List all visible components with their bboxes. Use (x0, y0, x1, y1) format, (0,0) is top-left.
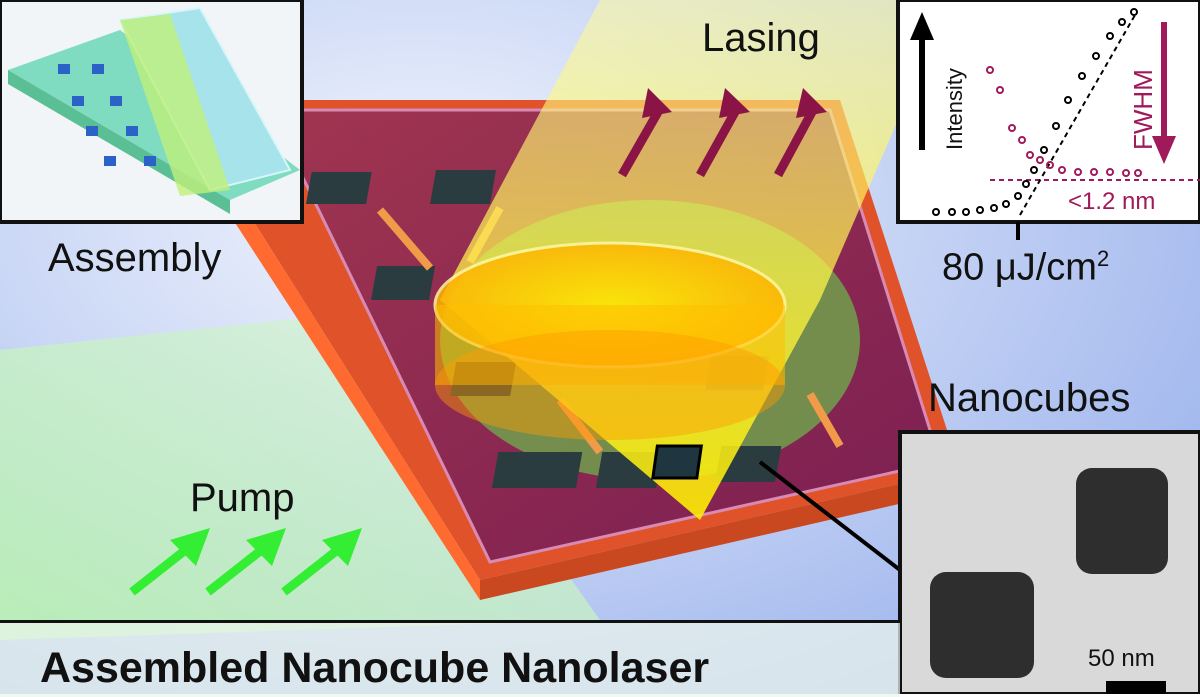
nanocube-image-1 (1076, 468, 1168, 574)
assembly-label: Assembly (48, 236, 222, 280)
assembly-inset (0, 0, 304, 224)
nanocube-image-2 (930, 572, 1034, 678)
zoom-line (758, 460, 902, 572)
lasing-threshold-graph (896, 0, 1200, 240)
pump-arrows (129, 528, 362, 596)
fluence-value: 80 μJ/cm (942, 246, 1097, 289)
fwhm-axis-label: FWHM (1128, 69, 1158, 150)
pump-label: Pump (190, 476, 295, 520)
title-banner (0, 620, 900, 697)
nanocubes-label: Nanocubes (928, 376, 1131, 420)
resonator-wall (435, 305, 785, 385)
pump-beam (0, 310, 600, 640)
tem-inset (898, 430, 1200, 694)
linewidth-label: <1.2 nm (1068, 188, 1156, 215)
scale-bar-label: 50 nm (1088, 645, 1155, 672)
figure-title: Assembled Nanocube Nanolaser (40, 644, 710, 692)
intensity-axis-label: Intensity (942, 68, 967, 150)
selected-nanocube (651, 444, 704, 480)
fluence-exponent: 2 (1096, 246, 1110, 271)
lasing-label: Lasing (702, 16, 820, 60)
scale-bar (1106, 681, 1166, 694)
lasing-arrows (618, 88, 827, 178)
threshold-fluence-label: 80 μJ/cm2 (942, 246, 1109, 290)
